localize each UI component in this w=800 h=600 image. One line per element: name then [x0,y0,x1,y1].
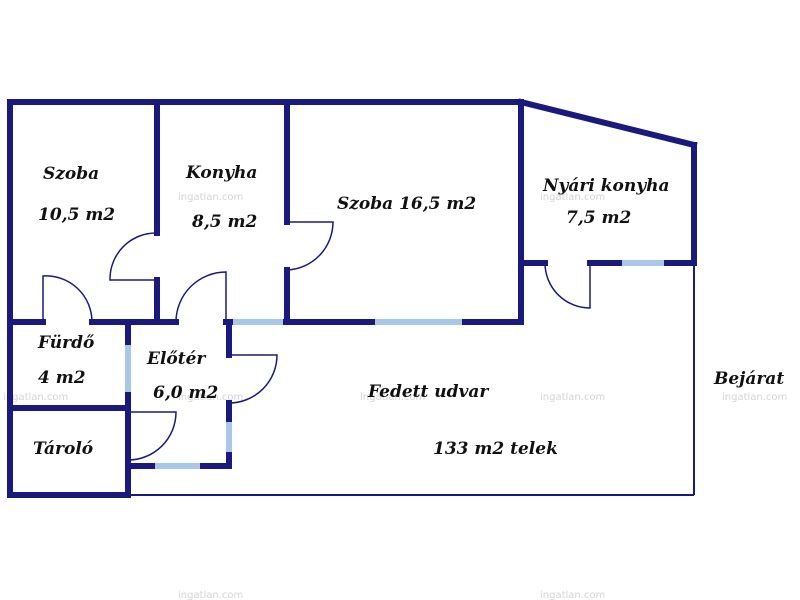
watermark: ingatlan.com [178,590,243,600]
interior-walls [7,99,697,469]
room-furdo-area: 4 m2 [38,368,86,388]
room-eloter-name: Előtér [146,349,206,369]
doors [42,221,591,461]
room-furdo-name: Fürdő [37,333,95,353]
watermark: ingatlan.com [540,590,605,600]
watermark: ingatlan.com [540,392,605,403]
watermark: ingatlan.com [540,192,605,203]
watermark: ingatlan.com [178,392,243,403]
room-nyari-konyha-area: 7,5 m2 [566,208,631,228]
room-szoba-name: Szoba [43,164,99,184]
area-fedett-udvar: Fedett udvar [367,382,489,402]
plot-outline [128,263,695,496]
room-eloter-area: 6,0 m2 [153,383,218,403]
area-telek: 133 m2 telek [433,439,558,459]
room-konyha-name: Konyha [185,163,257,183]
exterior-walls [7,98,698,498]
watermark: ingatlan.com [360,392,425,403]
room-szoba-2: Szoba 16,5 m2 [337,194,476,214]
watermark: ingatlan.com [722,392,787,403]
room-konyha-area: 8,5 m2 [191,212,257,232]
room-tarolo: Tároló [33,439,93,459]
watermark: ingatlan.com [3,392,68,403]
entrance-label: Bejárat [713,369,784,389]
room-szoba-area: 10,5 m2 [38,205,115,225]
windows [125,260,664,469]
watermark: ingatlan.com [178,192,243,203]
room-nyari-konyha-name: Nyári konyha [542,176,670,196]
